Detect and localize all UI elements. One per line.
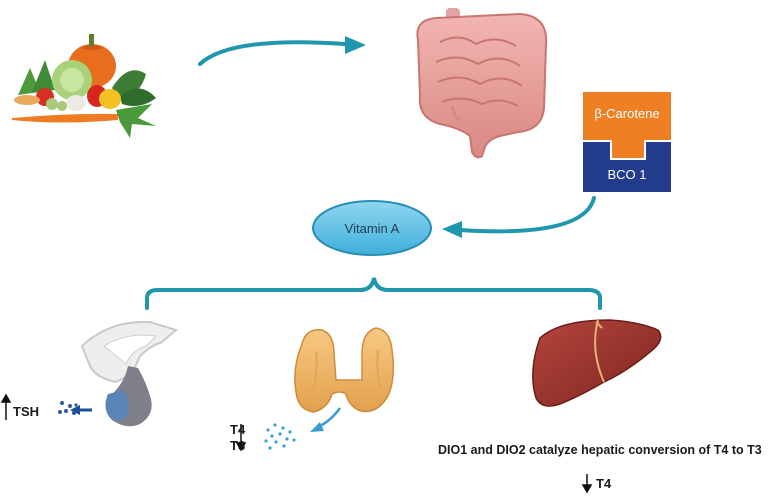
liver-icon: [532, 319, 662, 407]
bco1-label: BCO 1: [607, 167, 647, 182]
pituitary-icon: [70, 320, 179, 427]
intestine-icon: [416, 8, 548, 159]
t3-thyroid-label: T3: [230, 438, 246, 453]
t4-liver-label: T4: [596, 476, 612, 491]
vitamin-a-label: Vitamin A: [344, 221, 400, 236]
bco1-block: [583, 142, 671, 192]
tsh-label: TSH: [13, 404, 39, 419]
tsh-dots: [58, 401, 78, 415]
trend-arrows: [0, 393, 593, 494]
bco1-to-vitamin-arrow: [442, 196, 596, 238]
liver-caption: DIO1 and DIO2 catalyze hepatic conversio…: [438, 443, 762, 457]
vegetables-icon: [12, 34, 156, 138]
t4-thyroid-label: T4: [230, 422, 246, 437]
beta-carotene-label: β-Carotene: [594, 106, 660, 121]
enzyme-complex: [583, 92, 671, 192]
vitamin-a-node: [312, 200, 432, 256]
beta-carotene-block: [583, 92, 671, 158]
thyroid-icon: [294, 327, 395, 432]
brace-connector: [145, 277, 602, 310]
food-to-intestine-arrow: [198, 36, 366, 66]
t4-t3-dots: [264, 423, 296, 450]
